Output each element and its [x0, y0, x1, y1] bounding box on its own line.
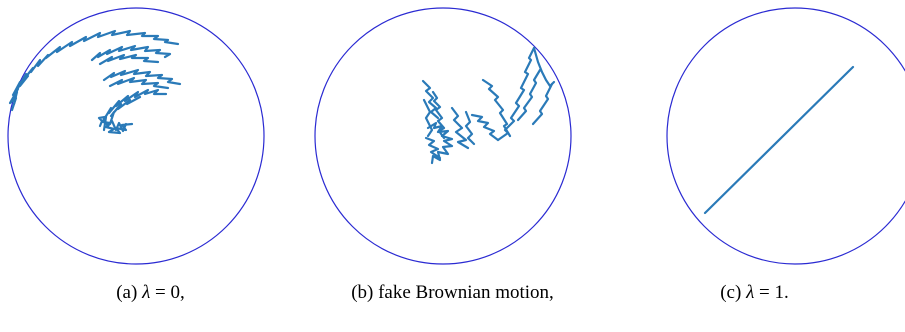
- caption-b-label: (b): [351, 282, 374, 303]
- caption-c: (c) λ = 1.: [604, 282, 905, 304]
- caption-c-math: λ: [746, 282, 755, 303]
- panel-b-plot: [314, 7, 572, 265]
- panel-a-plot: [7, 7, 265, 265]
- caption-a-math: λ: [142, 282, 151, 303]
- caption-b-rest: fake Brownian motion,: [373, 282, 554, 303]
- panel-c-plot: [666, 7, 905, 265]
- caption-b: (b) fake Brownian motion,: [302, 282, 603, 304]
- panel-a: (a) λ = 0,: [0, 0, 301, 332]
- panel-c: (c) λ = 1.: [604, 0, 905, 332]
- trace-c: [703, 65, 855, 215]
- caption-a-rest: = 0,: [150, 282, 185, 303]
- panel-b: (b) fake Brownian motion,: [302, 0, 603, 332]
- unit-disk-b: [314, 7, 572, 265]
- trace-a: [8, 29, 182, 135]
- caption-c-label: (c): [720, 282, 742, 303]
- caption-a-label: (a): [116, 282, 138, 303]
- caption-c-rest: = 1.: [754, 282, 789, 303]
- unit-disk-a: [7, 7, 265, 265]
- trace-b: [421, 46, 556, 165]
- caption-a: (a) λ = 0,: [0, 282, 301, 304]
- unit-disk-c: [666, 7, 905, 265]
